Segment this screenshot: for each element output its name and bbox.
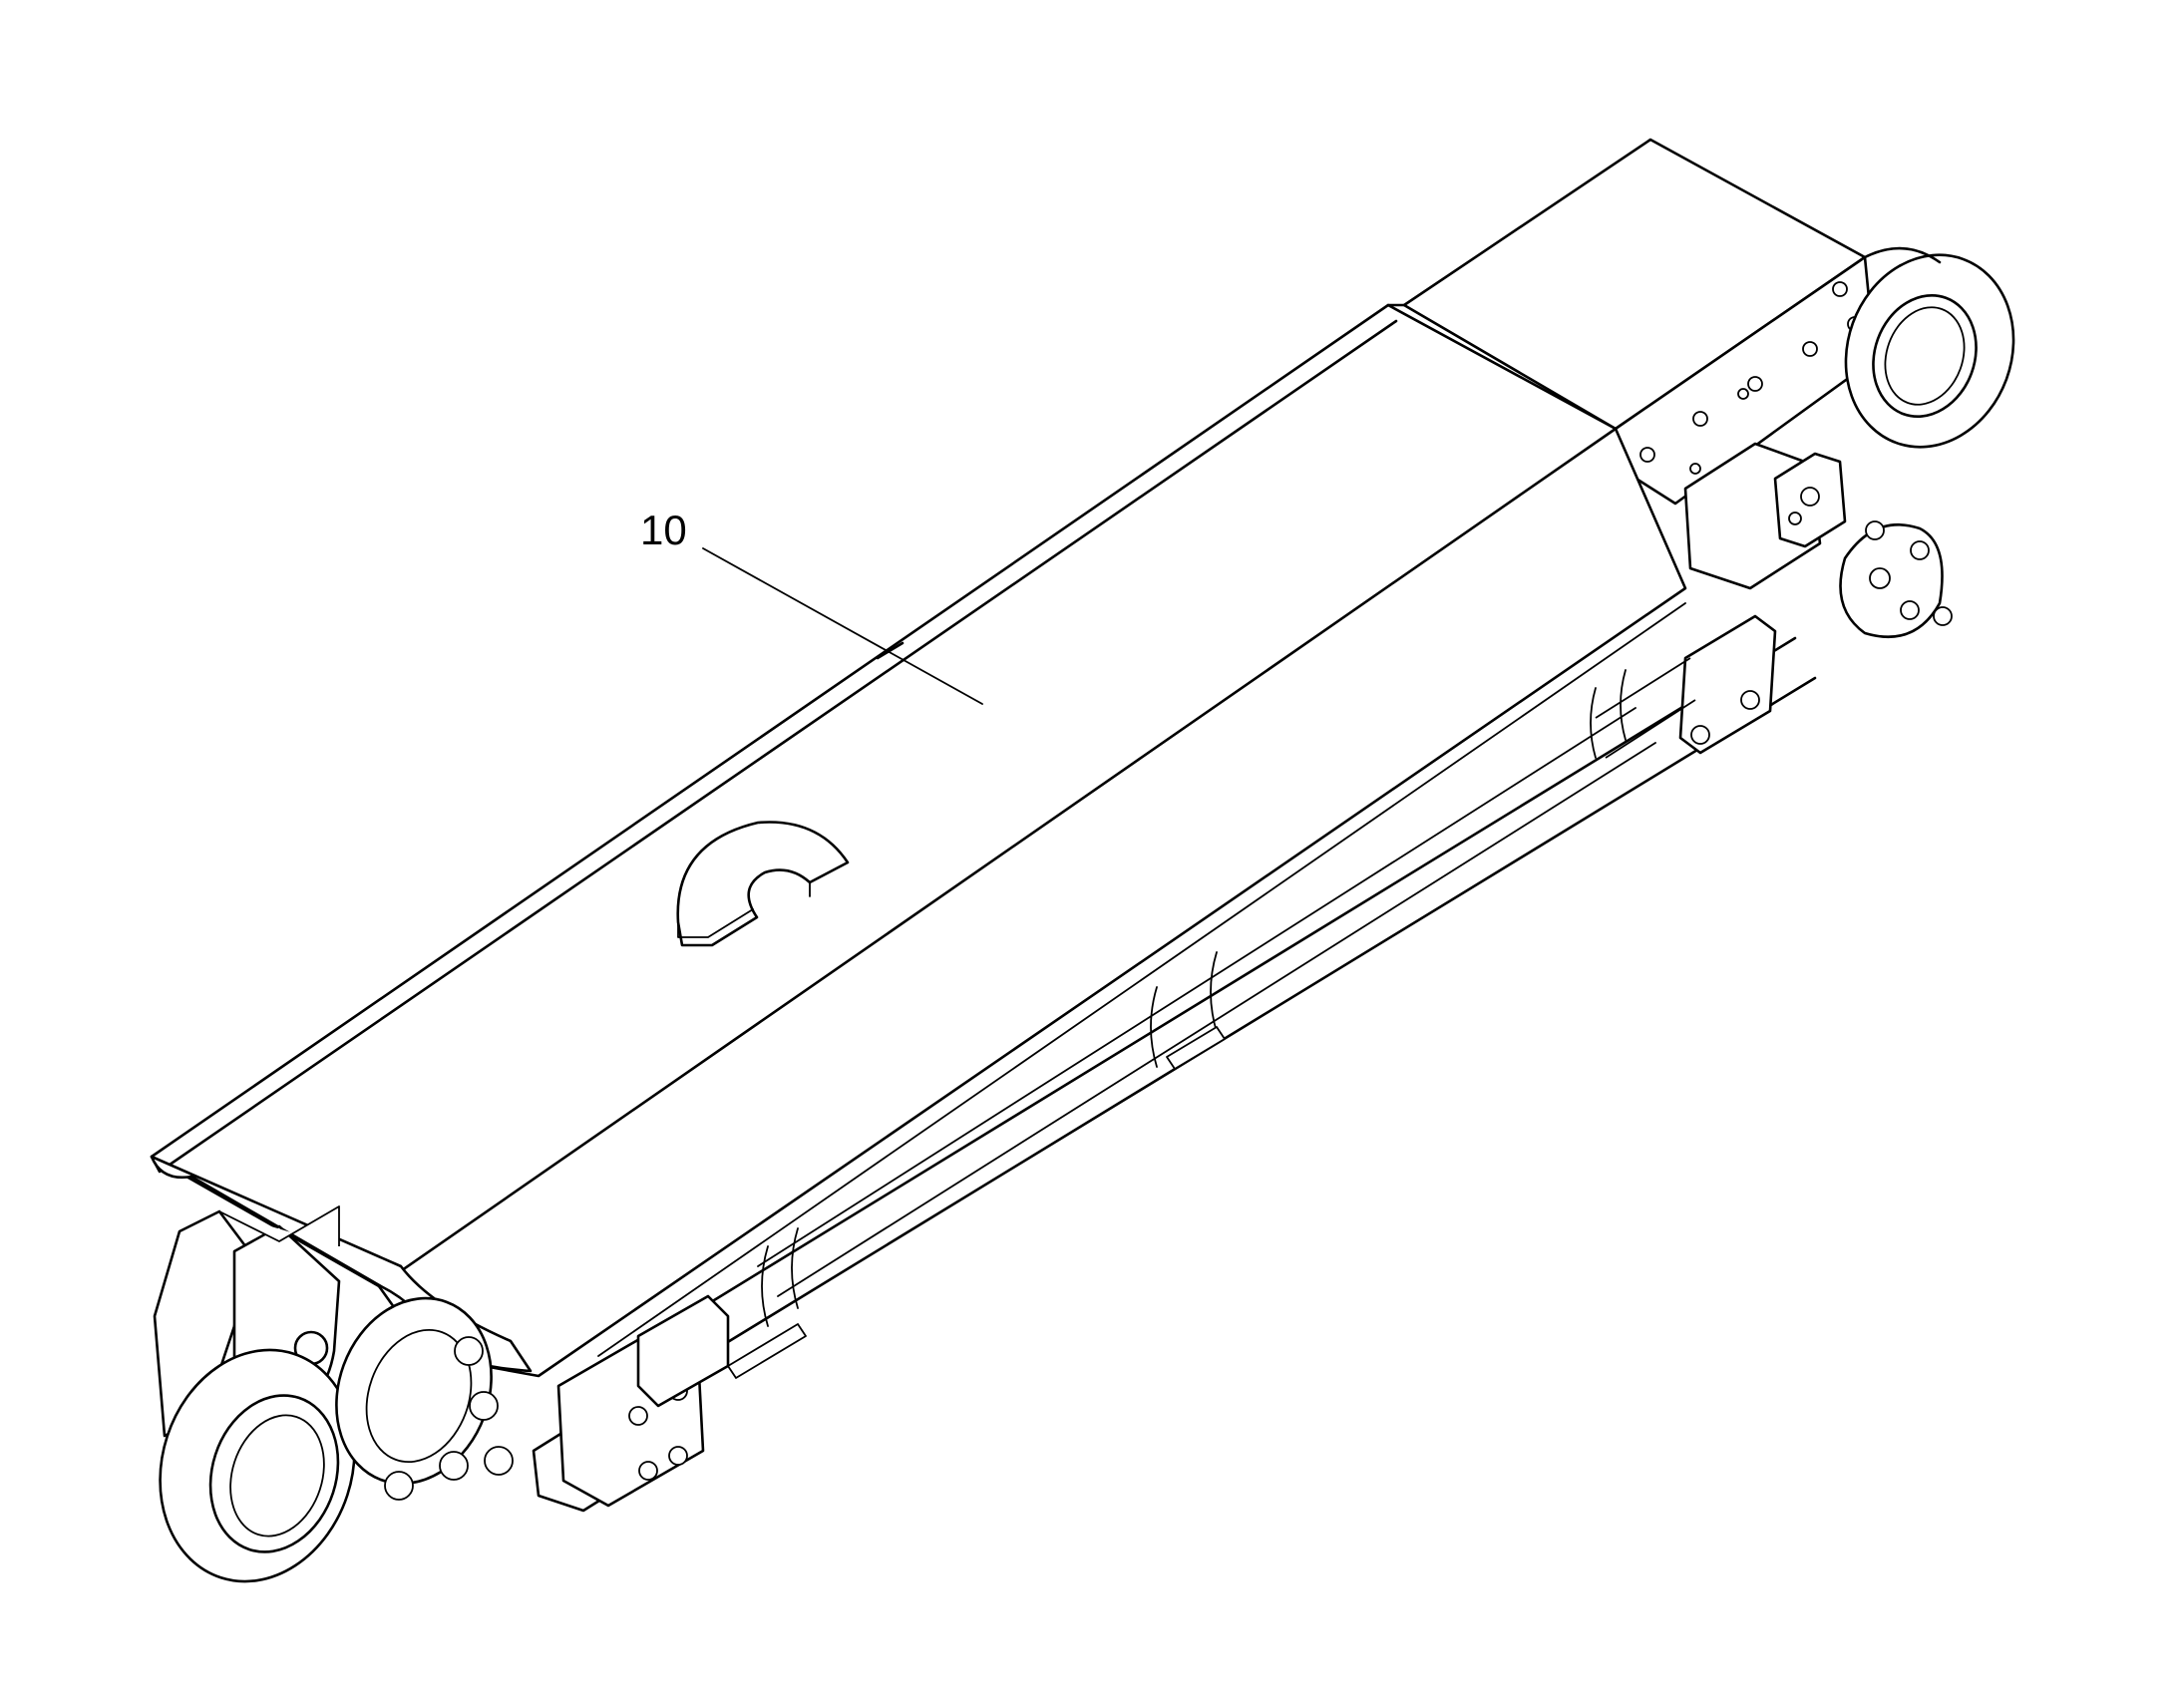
rear-eye xyxy=(1844,246,2015,449)
front-valve-block xyxy=(532,1294,730,1513)
lower-rods xyxy=(686,636,1817,1379)
callout-leader-line xyxy=(702,547,983,705)
front-eye xyxy=(159,1348,356,1583)
rear-manifold xyxy=(1595,442,1953,759)
callout-10: 10 xyxy=(640,507,983,705)
cylinder-cover xyxy=(150,303,1687,1378)
callout-label: 10 xyxy=(640,507,687,553)
housing-bolts xyxy=(1639,281,1863,475)
lifting-lug xyxy=(676,821,850,947)
front-gland xyxy=(335,1296,514,1501)
rear-housing xyxy=(1402,138,1877,506)
